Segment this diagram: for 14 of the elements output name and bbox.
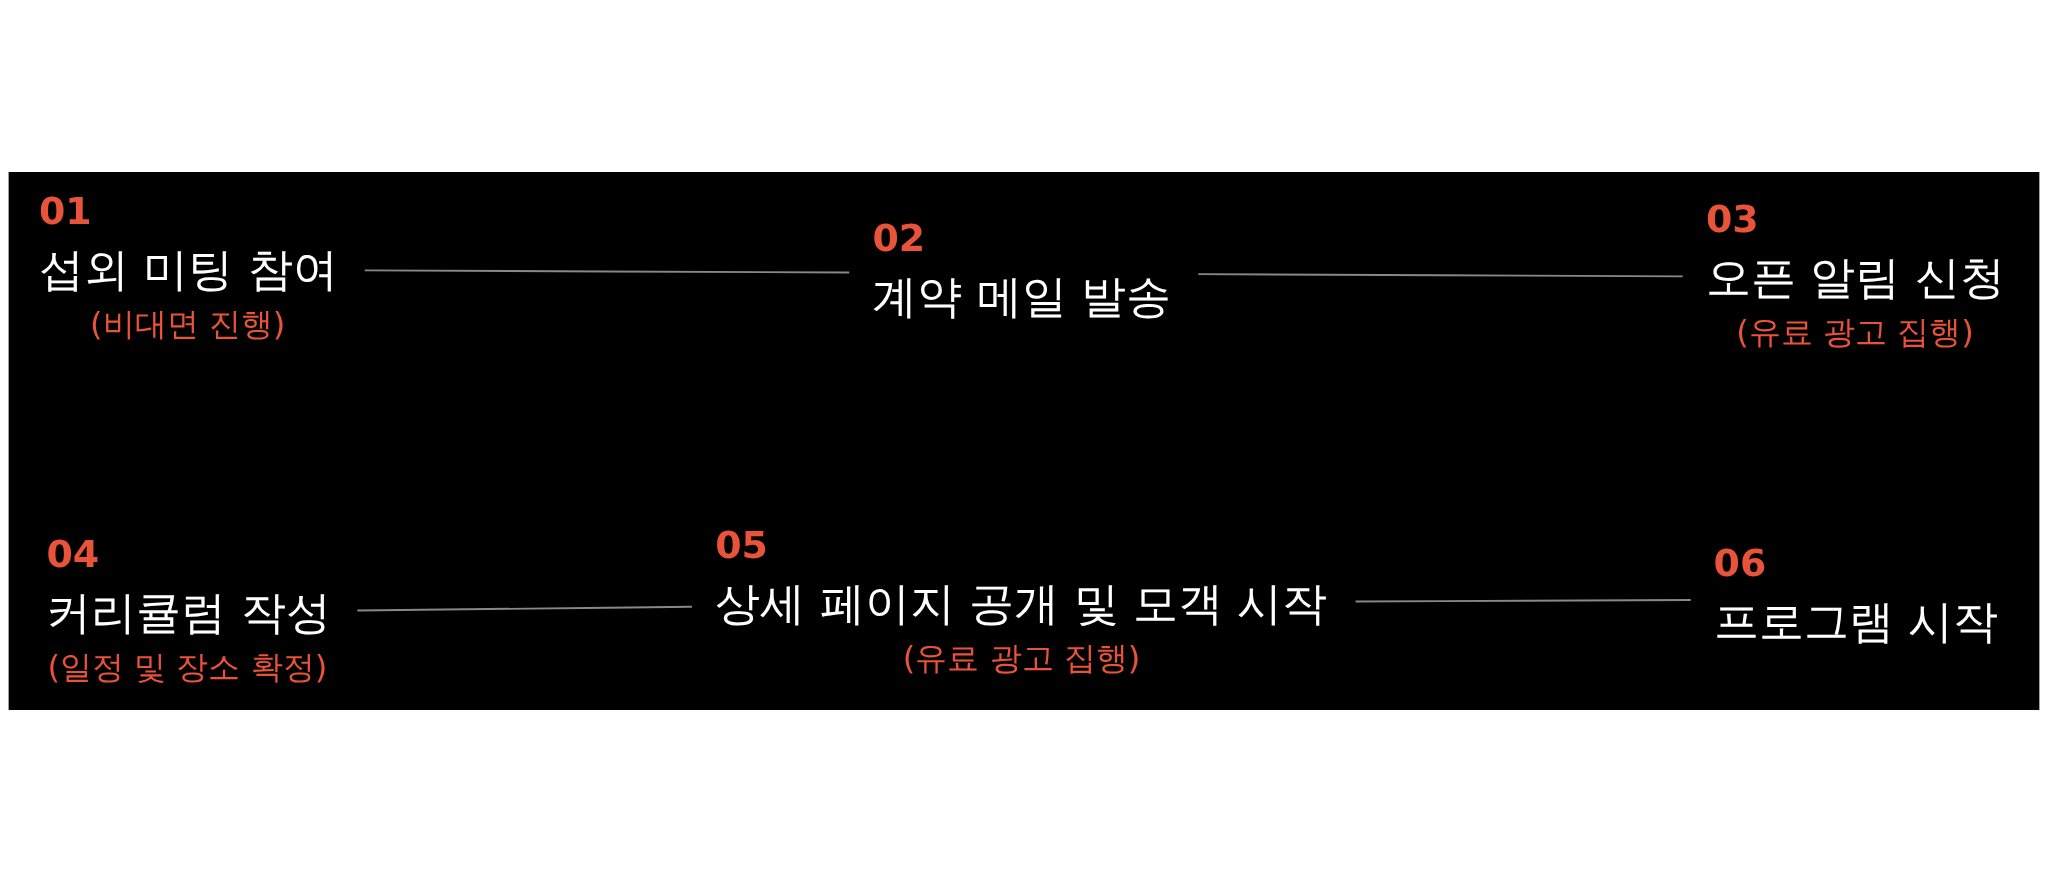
node-text: 05 상세 페이지 공개 및 모객 시작 (715, 522, 1328, 629)
node-label: (유료 광고 집행) (902, 638, 1141, 677)
node-text: 02 계약 메일 발송 (872, 215, 1172, 323)
connector (1354, 598, 1692, 602)
connector (356, 605, 693, 611)
node-text: 06 프로그램 시작 (1713, 540, 1998, 648)
node-label: (일정 및 장소 확정) (47, 647, 328, 686)
node-text: 01 섭외 미팅 참여 (38, 188, 338, 296)
node-label: (비대면 진행) (90, 304, 286, 343)
node-label: (유료 광고 집행) (1736, 312, 1974, 351)
node-text: 03 오픈 알림 신청 (1705, 196, 2005, 304)
connector (363, 268, 851, 273)
node-text: 04 커리큘럼 작성 (46, 531, 331, 639)
connector (1197, 272, 1684, 277)
